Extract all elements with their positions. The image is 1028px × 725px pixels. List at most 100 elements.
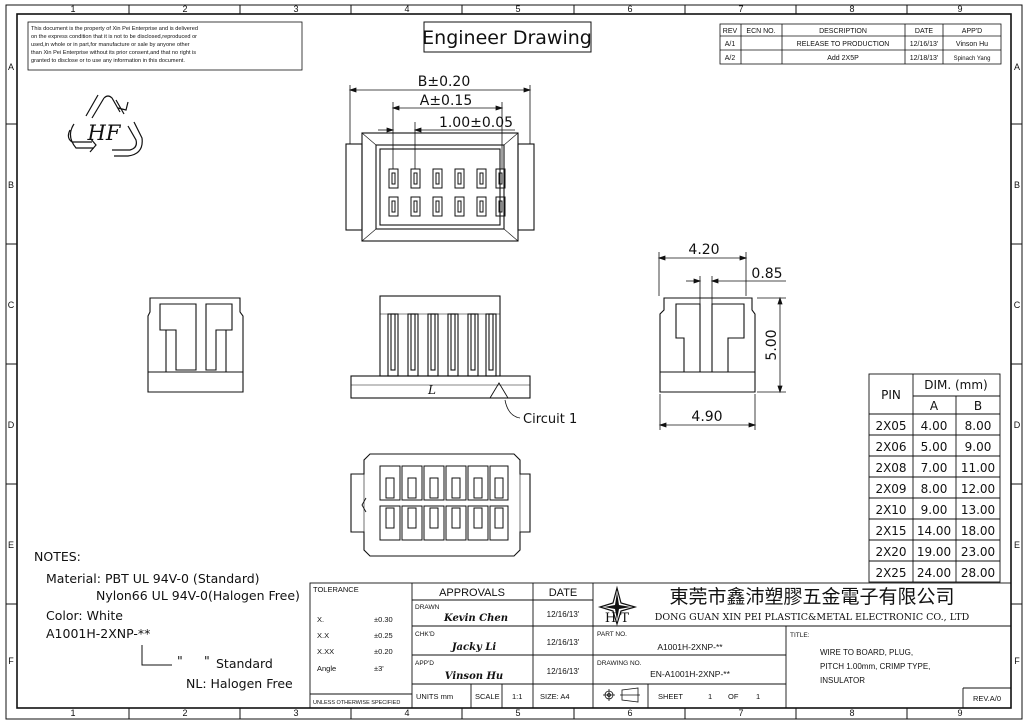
notes-standard: Standard xyxy=(216,656,273,671)
tolerance-footer: UNLESS OTHERWISE SPECIFIED xyxy=(313,700,400,706)
bottom-view-contacts xyxy=(379,465,509,541)
col-label: 3 xyxy=(293,4,298,14)
row-label: E xyxy=(1014,540,1020,550)
revision-table-text: REV ECN NO. DESCRIPTION DATE APP'D A/1 R… xyxy=(723,28,991,62)
approvals-date-header: DATE xyxy=(549,587,578,599)
right-side-dimension-lines xyxy=(657,252,786,430)
col-label: 9 xyxy=(957,4,962,14)
col-label: 9 xyxy=(957,708,962,718)
tolerance-value: ±3' xyxy=(374,664,384,673)
col-label: 4 xyxy=(404,708,409,718)
rev-cell: RELEASE TO PRODUCTION xyxy=(797,41,890,48)
title-block-grid xyxy=(309,582,1012,709)
row-label: C xyxy=(8,300,15,310)
disclaimer-line: granted to disclose or to use any inform… xyxy=(31,58,185,64)
dim-table-cell: 2X06 xyxy=(875,440,906,454)
col-label: 5 xyxy=(515,4,520,14)
rev-header: ECN NO. xyxy=(746,28,775,35)
halogen-free-logo xyxy=(67,94,143,157)
rev-cell: A/2 xyxy=(725,55,736,62)
dim-table-cell: 13.00 xyxy=(961,503,995,517)
approvals-block: APPROVALS DATE DRAWN Kevin Chen 12/16/13… xyxy=(415,587,580,701)
engineer-drawing-box xyxy=(423,21,592,53)
dim-table-cell: 2X15 xyxy=(875,524,906,538)
tolerance-value: ±0.20 xyxy=(374,647,393,656)
dimension-b-label: B±0.20 xyxy=(418,74,471,90)
dim-table-cell: 28.00 xyxy=(961,566,995,580)
col-label: 8 xyxy=(849,708,854,718)
dim-table-cell: 2X09 xyxy=(875,482,906,496)
dim-table-cell: 19.00 xyxy=(917,545,951,559)
col-label: 2 xyxy=(182,4,187,14)
row-label: C xyxy=(1014,300,1021,310)
tolerance-value: ±0.30 xyxy=(374,615,393,624)
company-logo xyxy=(597,585,638,627)
approval-role: CHK'D xyxy=(415,631,435,638)
col-label: 8 xyxy=(849,4,854,14)
notes-halogen-free: NL: Halogen Free xyxy=(186,676,293,691)
column-labels-bottom: 1 2 3 4 5 6 7 8 9 xyxy=(70,708,962,718)
dim-table-cell: 24.00 xyxy=(917,566,951,580)
dim-table-cell: 2X25 xyxy=(875,566,906,580)
scale-value: 1:1 xyxy=(512,692,522,701)
rev-cell: 12/16/13' xyxy=(910,41,939,48)
tolerance-key: X. xyxy=(317,615,324,624)
notes-heading: NOTES: xyxy=(34,549,81,564)
dim-table-cell: 18.00 xyxy=(961,524,995,538)
row-labels-right: A B C D E F xyxy=(1014,62,1021,666)
col-label: 2 xyxy=(182,708,187,718)
rev-cell: Add 2X5P xyxy=(827,55,859,62)
dim-table-b-header: B xyxy=(974,399,982,413)
of-label: OF xyxy=(728,692,739,701)
row-label: A xyxy=(8,62,14,72)
dim-table-cell: 2X10 xyxy=(875,503,906,517)
notes-color: Color: White xyxy=(46,608,123,623)
col-label: 7 xyxy=(738,4,743,14)
title-line: INSULATOR xyxy=(820,676,865,685)
disclaimer-block: This document is the property of Xin Pei… xyxy=(27,21,303,71)
dim-table-cell: 14.00 xyxy=(917,524,951,538)
row-label: B xyxy=(8,180,14,190)
title-line: WIRE TO BOARD, PLUG, xyxy=(820,648,913,657)
projection-symbol-icon xyxy=(603,687,640,703)
zone-ticks xyxy=(6,5,1022,719)
approval-signature: Kevin Chen xyxy=(443,613,508,624)
dim-table-cell: 8.00 xyxy=(965,419,992,433)
front-view-mark: L xyxy=(427,383,436,397)
tolerance-key: X.X xyxy=(317,631,329,640)
dim-table-cell: 12.00 xyxy=(961,482,995,496)
size-label: SIZE: A4 xyxy=(540,692,570,701)
dim-table-pin-header: PIN xyxy=(881,388,901,402)
notes-material-2: Nylon66 UL 94V-0(Halogen Free) xyxy=(96,588,300,603)
revision-table xyxy=(719,23,1002,65)
dim-table-cell: 11.00 xyxy=(961,461,995,475)
tolerance-value: ±0.25 xyxy=(374,631,393,640)
col-label: 6 xyxy=(627,4,632,14)
rev-cell: 12/18/13' xyxy=(910,55,939,62)
notes-suffix-leader xyxy=(141,645,172,666)
title-label: TITLE: xyxy=(790,632,810,639)
row-label: B xyxy=(1014,180,1020,190)
units-label: UNITS mm xyxy=(416,692,453,701)
top-view-pin-slots xyxy=(388,168,506,217)
right-side-view xyxy=(659,297,756,393)
approval-date: 12/16/13' xyxy=(547,638,580,647)
notes-quote-close: " xyxy=(204,653,210,668)
rev-header: DESCRIPTION xyxy=(819,28,867,35)
dimension-0-85-label: 0.85 xyxy=(751,266,782,282)
dim-table-cell: 5.00 xyxy=(921,440,948,454)
part-no-value: A1001H-2XNP-** xyxy=(657,642,723,652)
tolerance-key: Angle xyxy=(317,664,336,673)
dimension-table-grid xyxy=(868,373,1001,583)
left-side-view xyxy=(147,297,244,393)
col-label: 1 xyxy=(70,708,75,718)
dim-table-cell: 2X05 xyxy=(875,419,906,433)
dim-table-cell: 9.00 xyxy=(965,440,992,454)
tolerance-block: TOLERANCE X. ±0.30 X.X ±0.25 X.XX ±0.20 … xyxy=(313,585,400,706)
sheet-number: 1 xyxy=(708,692,712,701)
column-labels-top: 1 2 3 4 5 6 7 8 9 xyxy=(70,4,962,14)
approval-role: DRAWN xyxy=(415,604,440,611)
dim-table-dim-header: DIM. (mm) xyxy=(924,378,988,392)
row-labels-left: A B C D E F xyxy=(8,62,15,666)
